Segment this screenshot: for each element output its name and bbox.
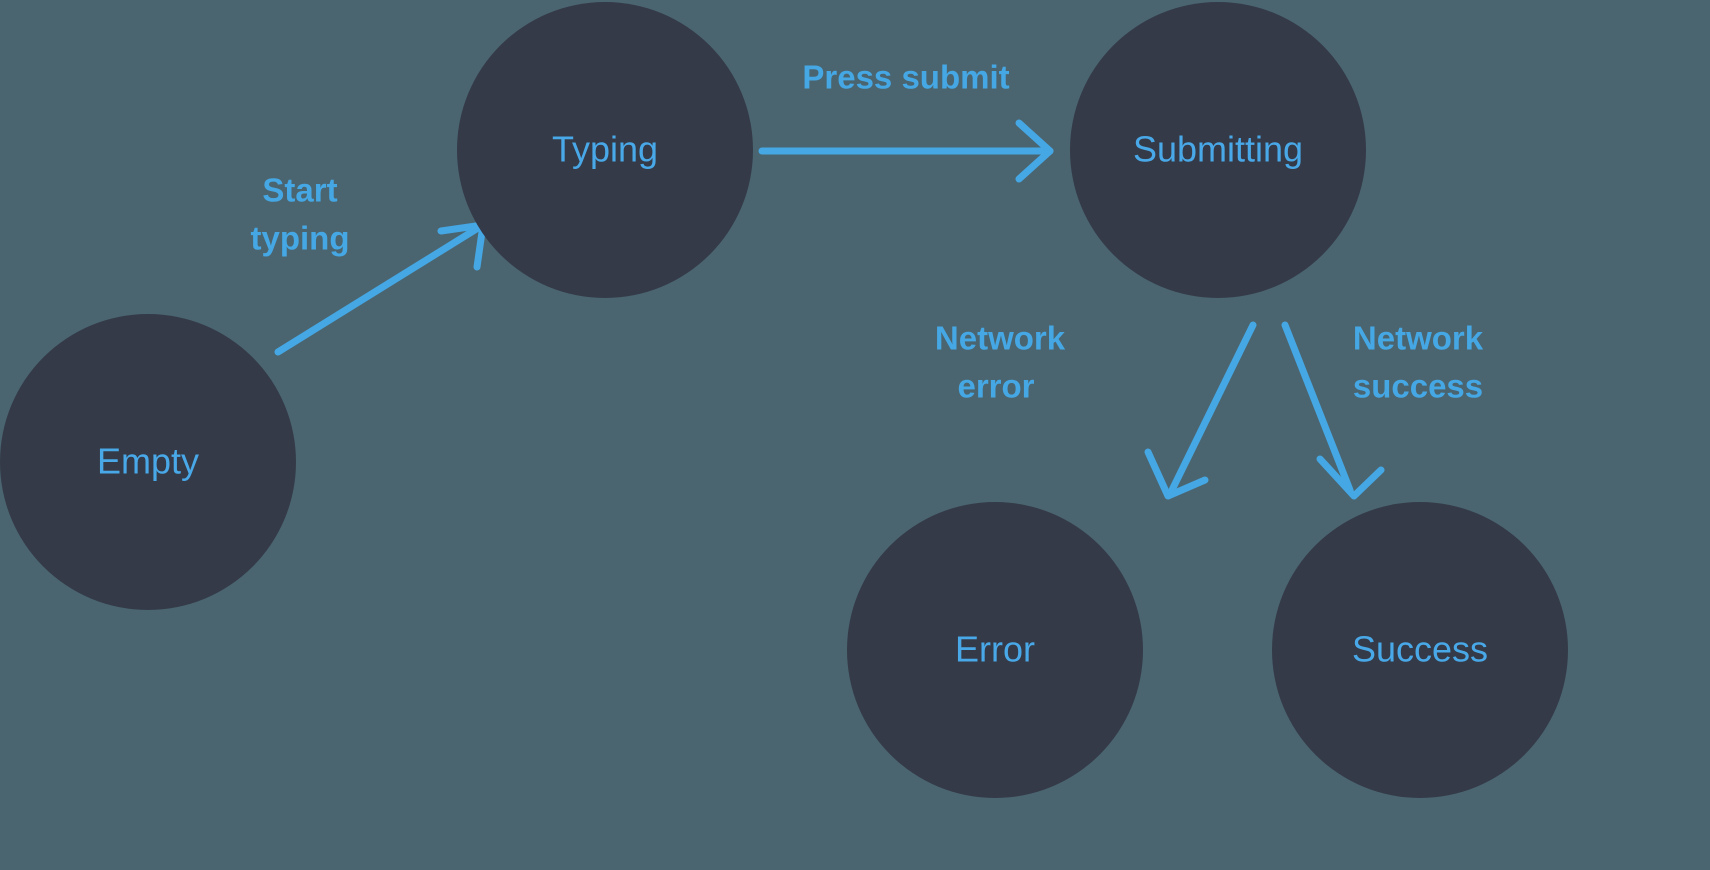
- edge-label-start-typing: Start typing: [251, 172, 350, 257]
- node-submitting-circle: [1070, 2, 1366, 298]
- edge-line-submitting-to-error: [1168, 321, 1257, 494]
- edge-submitting-to-success[interactable]: [1281, 321, 1385, 500]
- edge-submitting-to-error[interactable]: [1144, 321, 1257, 500]
- node-typing[interactable]: Typing: [457, 2, 753, 298]
- node-success-label: Success: [1352, 629, 1488, 670]
- edge-typing-to-submitting[interactable]: [758, 119, 1054, 183]
- node-empty-circle: [0, 314, 296, 610]
- node-submitting-label: Submitting: [1133, 129, 1303, 170]
- node-success-circle: [1272, 502, 1568, 798]
- edge-label-press-submit: Press submit: [802, 59, 1009, 96]
- edge-line-submitting-to-success: [1281, 321, 1354, 494]
- edge-label-start-typing-line2: typing: [251, 220, 350, 257]
- node-typing-label: Typing: [552, 129, 658, 170]
- edge-label-network-success-line2: success: [1353, 368, 1483, 405]
- edge-label-start-typing-line1: Start: [262, 172, 337, 209]
- edge-line-empty-to-typing: [274, 224, 482, 356]
- edge-label-network-error: Network error: [935, 320, 1066, 405]
- node-error-circle: [847, 502, 1143, 798]
- node-submitting[interactable]: Submitting: [1070, 2, 1366, 298]
- node-empty-label: Empty: [97, 441, 199, 482]
- arrowhead-submitting-to-success: [1316, 455, 1385, 500]
- arrowhead-submitting-to-error: [1144, 448, 1209, 500]
- node-success[interactable]: Success: [1272, 502, 1568, 798]
- edge-label-network-success: Network success: [1353, 320, 1484, 405]
- edge-label-network-error-line1: Network: [935, 320, 1066, 357]
- node-empty[interactable]: Empty: [0, 314, 296, 610]
- edge-label-network-success-line1: Network: [1353, 320, 1484, 357]
- edge-label-press-submit-line1: Press submit: [802, 59, 1009, 96]
- edge-label-network-error-line2: error: [957, 368, 1034, 405]
- node-typing-circle: [457, 2, 753, 298]
- node-error[interactable]: Error: [847, 502, 1143, 798]
- arrowhead-typing-to-submitting: [1015, 119, 1054, 183]
- node-error-label: Error: [955, 629, 1035, 670]
